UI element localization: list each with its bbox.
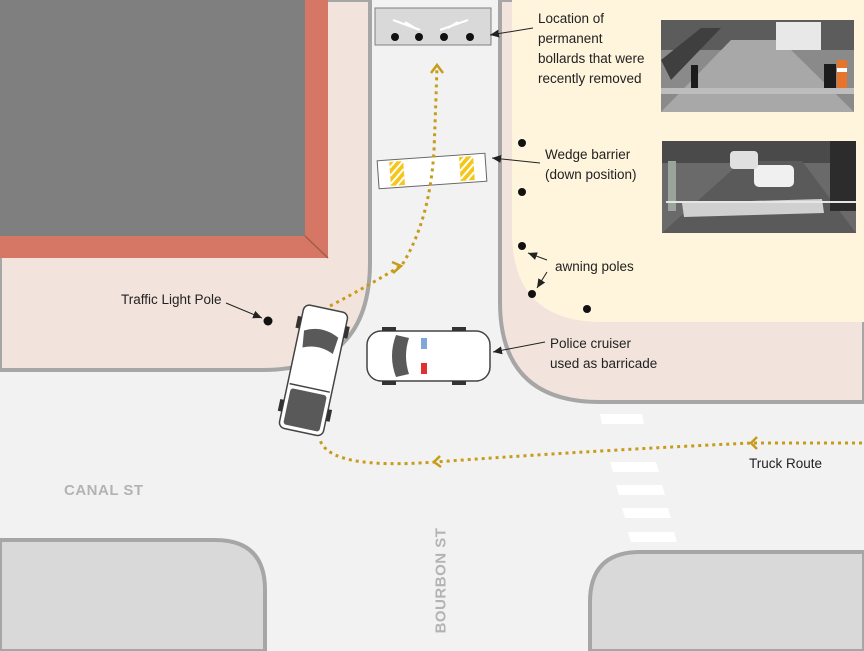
traffic-light-pole-icon	[263, 316, 273, 326]
route-arrow-icon	[430, 62, 444, 74]
awning-pole-icon	[528, 290, 536, 298]
bollards-label-line: Location of	[538, 11, 605, 26]
bollard-icon	[466, 33, 474, 41]
truck-route-path	[318, 439, 862, 466]
crosswalk	[600, 414, 677, 542]
street-name-canal: CANAL ST	[64, 482, 144, 499]
truck-icon	[277, 304, 350, 437]
street-name-bourbon: BOURBON ST	[432, 527, 450, 634]
bollards-label-line: bollards that were	[538, 51, 645, 66]
bollards-label-line: permanent	[538, 31, 603, 46]
police-cruiser-label: Police cruiser used as barricade	[550, 334, 657, 374]
building-corner-line	[304, 235, 329, 259]
pointer-arrows	[225, 27, 548, 355]
block-bottom-right	[588, 550, 864, 651]
police-cruiser-icon	[366, 327, 491, 385]
awning-pole-icon	[518, 139, 526, 147]
wedge-barrier-label: Wedge barrier (down position)	[545, 145, 637, 185]
awning-poles-label: awning poles	[555, 259, 634, 274]
block-bottom-left	[0, 538, 267, 651]
route-arrow-icon	[432, 455, 442, 469]
bollard-location-box	[374, 7, 492, 46]
wedge-barrier-photo	[662, 141, 856, 233]
building-roof	[0, 0, 305, 236]
bollards-label-line: recently removed	[538, 71, 642, 86]
route-arrow-icon	[749, 436, 758, 450]
bollards-photo	[661, 20, 854, 112]
awning-pole-icon	[583, 305, 591, 313]
police-cruiser-label-line: used as barricade	[550, 356, 658, 371]
bollard-icon	[415, 33, 423, 41]
wedge-barrier-label-line: Wedge barrier	[545, 147, 631, 162]
awning-poles	[518, 139, 591, 313]
bollards-label: Location of permanent bollards that were…	[538, 9, 645, 89]
bollard-icon	[391, 33, 399, 41]
route-arrow-icon	[391, 260, 404, 274]
wedge-barrier-label-line: (down position)	[545, 167, 637, 182]
truck-route-label: Truck Route	[749, 456, 823, 471]
truck-route-path-north	[329, 65, 439, 308]
awning-pole-icon	[518, 242, 526, 250]
awning-pole-icon	[518, 188, 526, 196]
police-cruiser-label-line: Police cruiser	[550, 336, 632, 351]
traffic-light-pole-label: Traffic Light Pole	[121, 292, 222, 307]
bollard-icon	[440, 33, 448, 41]
